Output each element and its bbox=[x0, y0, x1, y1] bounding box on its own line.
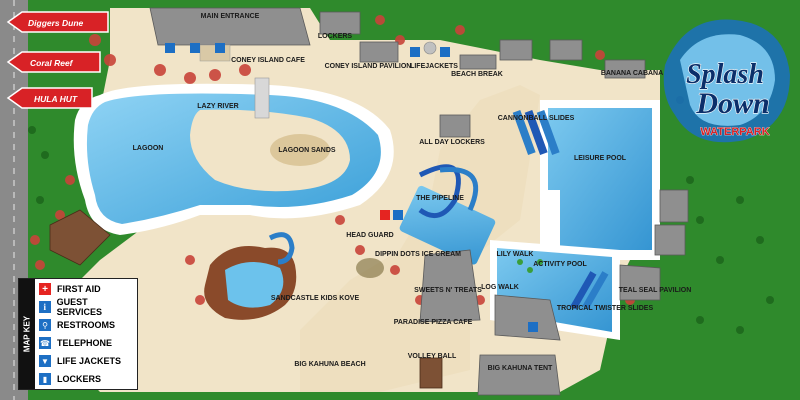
label-main-entrance: MAIN ENTRANCE bbox=[201, 13, 260, 20]
label-leisure-pool: LEISURE POOL bbox=[574, 155, 627, 162]
labels: MAIN ENTRANCE LOCKERS CONEY ISLAND CAFE … bbox=[133, 13, 692, 372]
label-paradise-pizza-cafe: PARADISE PIZZA CAFE bbox=[394, 319, 473, 326]
restrooms-icon bbox=[165, 43, 175, 53]
label-head-guard: HEAD GUARD bbox=[346, 232, 393, 239]
key-label-first-aid: FIRST AID bbox=[57, 284, 101, 294]
label-sweets-n-treats: SWEETS N' TREATS bbox=[414, 287, 482, 294]
label-big-kahuna-beach: BIG KAHUNA BEACH bbox=[294, 361, 365, 368]
sign-coral-reef[interactable]: Coral Reef bbox=[6, 51, 101, 73]
map-key-title-bar: MAP KEY bbox=[19, 279, 35, 389]
pipeline-slides bbox=[399, 164, 496, 265]
label-lockers-top: LOCKERS bbox=[318, 33, 353, 40]
key-label-guest-services: GUEST SERVICES bbox=[56, 297, 102, 317]
trees bbox=[30, 14, 655, 305]
label-volley-ball: VOLLEY BALL bbox=[408, 353, 457, 360]
guest-services-icon: i bbox=[39, 301, 51, 313]
first-aid-icon: + bbox=[39, 283, 51, 295]
svg-text:Coral Reef: Coral Reef bbox=[30, 58, 74, 68]
sign-hula-hut[interactable]: HULA HUT bbox=[6, 87, 93, 109]
first-aid-icon bbox=[380, 210, 390, 220]
key-item-guest-services: i GUEST SERVICES bbox=[39, 297, 133, 317]
key-label-lockers: LOCKERS bbox=[57, 374, 102, 384]
telephone-icon bbox=[215, 43, 225, 53]
key-item-life-jackets: ▼ LIFE JACKETS bbox=[39, 354, 133, 368]
leisure-pool bbox=[548, 108, 652, 250]
label-log-walk: LOG WALK bbox=[481, 284, 519, 291]
huts bbox=[49, 209, 443, 389]
label-lagoon: LAGOON bbox=[133, 145, 164, 152]
label-coney-island-cafe: CONEY ISLAND CAFE bbox=[231, 57, 305, 64]
guest-services-icon bbox=[190, 43, 200, 53]
lockers-icon bbox=[440, 47, 450, 57]
label-lily-walk: LILY WALK bbox=[497, 251, 534, 258]
restrooms-icon bbox=[528, 322, 538, 332]
restrooms-icon bbox=[393, 210, 403, 220]
label-teal-seal-pavilion: TEAL SEAL PAVILION bbox=[619, 287, 692, 294]
map-key-title: MAP KEY bbox=[22, 315, 32, 353]
lazy-river bbox=[73, 77, 394, 235]
label-dippin-dots: DIPPIN DOTS ICE CREAM bbox=[375, 251, 461, 258]
svg-text:Diggers Dune: Diggers Dune bbox=[28, 18, 84, 28]
label-the-pipeline: THE PIPELINE bbox=[416, 195, 464, 202]
amenity-markers bbox=[165, 43, 538, 332]
lockers-icon: ▮ bbox=[39, 373, 51, 385]
kids-kove bbox=[204, 232, 297, 320]
life-jackets-icon: ▼ bbox=[39, 355, 51, 367]
twister-slides bbox=[570, 271, 609, 310]
label-all-day-lockers: ALL DAY LOCKERS bbox=[419, 139, 485, 146]
logo-line3: WATERPARK bbox=[700, 126, 769, 138]
splash-down-logo: Splash Down WATERPARK bbox=[663, 19, 790, 143]
key-label-life-jackets: LIFE JACKETS bbox=[57, 356, 122, 366]
buildings bbox=[149, 7, 689, 396]
direction-signs: Diggers Dune Coral Reef HULA HUT bbox=[6, 11, 109, 109]
label-cannonball-slides: CANNONBALL SLIDES bbox=[498, 115, 575, 122]
map-key: MAP KEY + FIRST AID i GUEST SERVICES ⚲ R… bbox=[18, 278, 138, 390]
logo-line2: Down bbox=[695, 87, 769, 120]
label-lagoon-sands: LAGOON SANDS bbox=[278, 147, 336, 154]
lily-pads bbox=[517, 259, 543, 273]
telephone-icon: ☎ bbox=[39, 337, 51, 349]
logo-line1: Splash bbox=[686, 59, 764, 90]
label-beach-break: BEACH BREAK bbox=[451, 71, 503, 78]
svg-text:HULA HUT: HULA HUT bbox=[34, 94, 78, 104]
key-label-telephone: TELEPHONE bbox=[57, 338, 113, 348]
label-activity-pool: ACTIVITY POOL bbox=[533, 261, 587, 268]
label-big-kahuna-tent: BIG KAHUNA TENT bbox=[488, 365, 553, 372]
key-label-restrooms: RESTROOMS bbox=[57, 320, 116, 330]
label-sandcastle-kids-kove: SANDCASTLE KIDS KOVE bbox=[271, 295, 360, 302]
key-item-first-aid: + FIRST AID bbox=[39, 282, 133, 296]
label-banana-cabana: BANANA CABANA bbox=[601, 70, 663, 77]
key-item-telephone: ☎ TELEPHONE bbox=[39, 336, 133, 350]
life-jackets-icon bbox=[410, 47, 420, 57]
cannonball-slides bbox=[512, 109, 560, 155]
label-coney-island-pavilion: CONEY ISLAND PAVILION bbox=[325, 63, 412, 70]
key-item-lockers: ▮ LOCKERS bbox=[39, 372, 133, 386]
label-tropical-twister-slides: TROPICAL TWISTER SLIDES bbox=[557, 305, 654, 312]
restrooms-icon: ⚲ bbox=[39, 319, 51, 331]
label-lifejackets: LIFEJACKETS bbox=[410, 63, 458, 70]
key-item-restrooms: ⚲ RESTROOMS bbox=[39, 318, 133, 332]
sign-diggers-dune[interactable]: Diggers Dune bbox=[6, 11, 109, 33]
label-lazy-river: LAZY RIVER bbox=[197, 103, 239, 110]
